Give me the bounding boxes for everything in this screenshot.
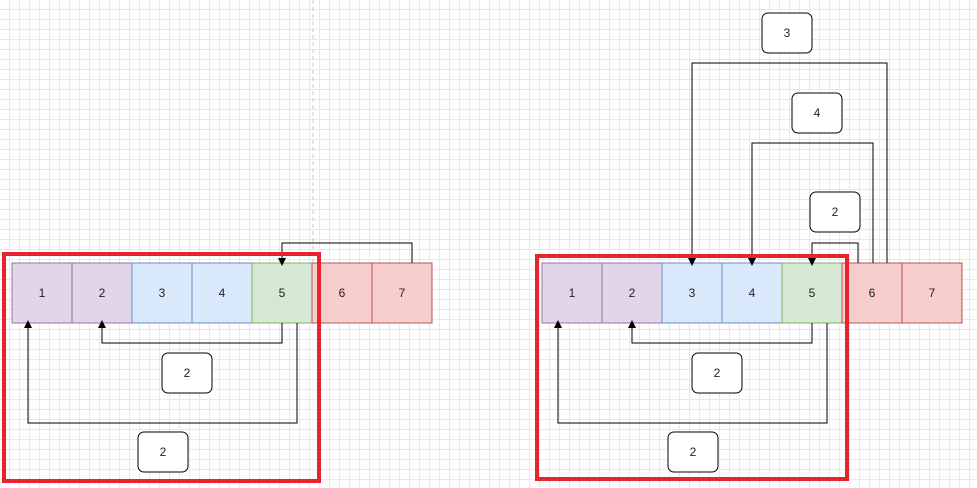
right-cell-7: 7 [901, 262, 963, 324]
right-cell-6-label: 6 [869, 286, 876, 300]
left-diagram: 1 2 3 4 5 6 7 [2, 242, 433, 483]
cell-rect [601, 262, 663, 324]
right-cell-2: 2 [601, 262, 663, 324]
cell-rect [901, 262, 963, 324]
left-cell-5: 5 [251, 262, 313, 324]
right-label-box-1: 3 [761, 12, 813, 54]
right-connector-6-to-5 [808, 242, 859, 266]
right-label-box-5: 2 [667, 431, 719, 473]
left-label-box-1: 2 [161, 352, 213, 394]
right-cell-4-label: 4 [749, 286, 756, 300]
right-cell-1: 1 [541, 262, 603, 324]
left-cell-7-label: 7 [399, 286, 406, 300]
cell-rect [661, 262, 723, 324]
right-highlight-box [535, 254, 849, 481]
right-diagram: 1 2 3 4 5 6 7 [535, 12, 963, 481]
left-cell-1: 1 [11, 262, 73, 324]
right-cell-3: 3 [661, 262, 723, 324]
cell-rect [131, 262, 193, 324]
left-cell-6-label: 6 [339, 286, 346, 300]
right-cell-3-label: 3 [689, 286, 696, 300]
left-highlight-box [2, 252, 321, 483]
cell-rect [841, 262, 903, 324]
right-label-box-4: 2 [691, 352, 743, 394]
right-label-box-3: 2 [809, 191, 861, 233]
cell-rect [191, 262, 253, 324]
cell-rect [11, 262, 73, 324]
left-cell-6: 6 [311, 262, 373, 324]
left-cell-7: 7 [371, 262, 433, 324]
left-label-box-1-text: 2 [184, 366, 191, 380]
right-cell-row: 1 2 3 4 5 6 7 [541, 262, 963, 324]
right-cell-5-label: 5 [809, 286, 816, 300]
cell-rect [371, 262, 433, 324]
right-label-box-5-text: 2 [690, 445, 697, 459]
left-connector-5-to-2 [98, 320, 283, 344]
right-cell-1-label: 1 [569, 286, 576, 300]
left-cell-4-label: 4 [219, 286, 226, 300]
right-cell-5: 5 [781, 262, 843, 324]
left-cell-row: 1 2 3 4 5 6 7 [11, 262, 433, 324]
right-cell-7-label: 7 [929, 286, 936, 300]
right-label-box-2-text: 4 [814, 106, 821, 120]
right-connector-6-to-3 [688, 62, 888, 266]
cell-rect [541, 262, 603, 324]
left-cell-1-label: 1 [39, 286, 46, 300]
left-label-box-2-text: 2 [160, 445, 167, 459]
left-label-box-2: 2 [137, 431, 189, 473]
cell-rect [71, 262, 133, 324]
right-label-box-2: 4 [791, 92, 843, 134]
right-label-box-4-text: 2 [714, 366, 721, 380]
left-cell-5-label: 5 [279, 286, 286, 300]
right-connector-5-to-2 [628, 320, 813, 344]
right-label-box-1-text: 3 [784, 26, 791, 40]
cell-rect [311, 262, 373, 324]
left-cell-2: 2 [71, 262, 133, 324]
right-connector-5-to-1 [554, 320, 828, 424]
left-cell-2-label: 2 [99, 286, 106, 300]
right-cell-2-label: 2 [629, 286, 636, 300]
left-cell-4: 4 [191, 262, 253, 324]
cell-rect [721, 262, 783, 324]
left-cell-3: 3 [131, 262, 193, 324]
right-cell-4: 4 [721, 262, 783, 324]
right-connector-6-to-4 [748, 142, 874, 266]
cell-rect [781, 262, 843, 324]
right-cell-6: 6 [841, 262, 903, 324]
left-cell-3-label: 3 [159, 286, 166, 300]
left-connector-5-to-1 [24, 320, 298, 424]
right-label-box-3-text: 2 [832, 205, 839, 219]
